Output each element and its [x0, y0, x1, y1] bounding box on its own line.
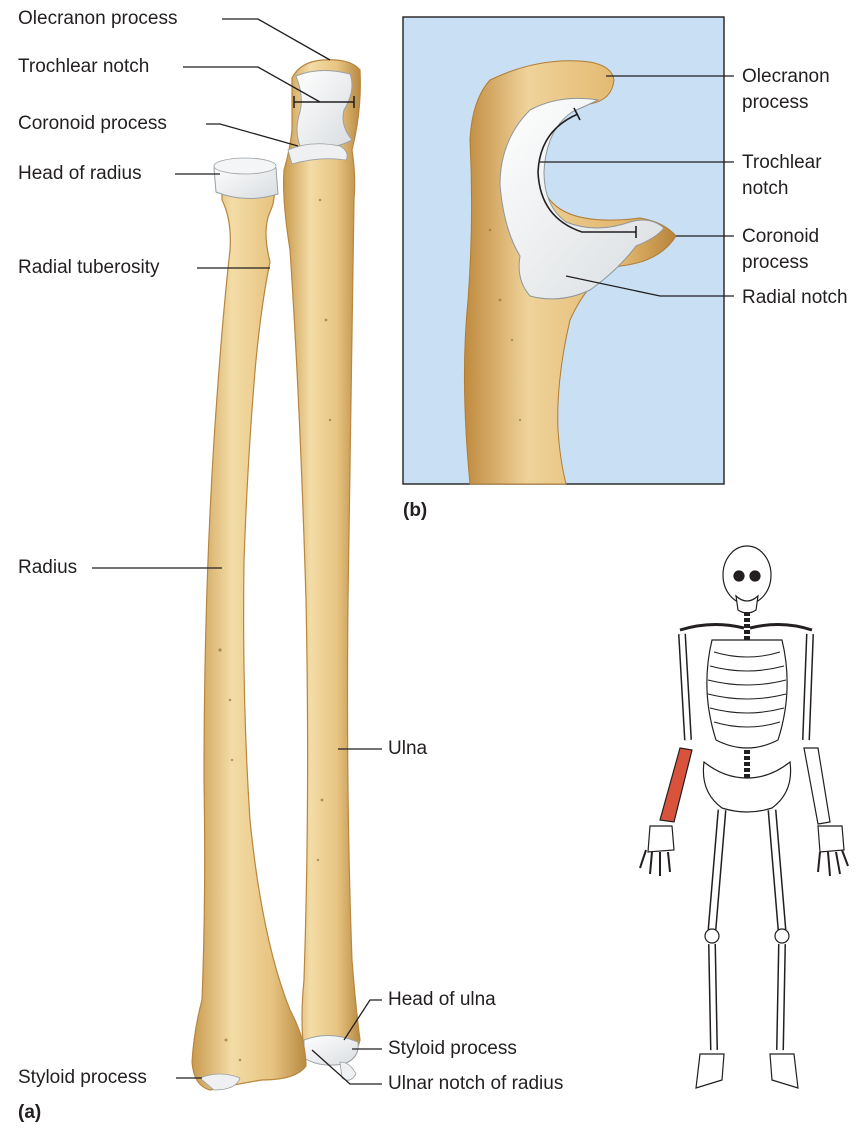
label-styloid-process-ulna: Styloid process	[388, 1038, 517, 1060]
label-coronoid-process-b: Coronoid process	[742, 224, 862, 276]
panel-a-illustration	[192, 60, 360, 1090]
highlighted-forearm	[660, 748, 692, 822]
label-radius: Radius	[18, 557, 77, 579]
label-radial-tuberosity: Radial tuberosity	[18, 257, 160, 279]
label-radial-notch: Radial notch	[742, 285, 862, 311]
skeleton-inset	[640, 546, 848, 1088]
label-coronoid-process-a: Coronoid process	[18, 113, 167, 135]
label-styloid-process-radius: Styloid process	[18, 1067, 147, 1089]
ulna-bone	[284, 60, 361, 1063]
label-head-of-radius: Head of radius	[18, 163, 142, 185]
label-olecranon-process-b: Olecranon process	[742, 64, 862, 116]
label-ulnar-notch-of-radius: Ulnar notch of radius	[388, 1073, 563, 1095]
label-trochlear-notch-b: Trochlear notch	[742, 150, 862, 202]
radius-bone	[192, 176, 306, 1090]
label-head-of-ulna: Head of ulna	[388, 989, 496, 1011]
label-olecranon-process-a: Olecranon process	[18, 8, 177, 30]
label-ulna: Ulna	[388, 738, 427, 760]
ulna-trochlear-cartilage	[296, 70, 352, 148]
panel-a-letter: (a)	[18, 1102, 41, 1124]
label-trochlear-notch-a: Trochlear notch	[18, 56, 149, 78]
panel-b-illustration	[403, 17, 724, 484]
panel-b-letter: (b)	[403, 500, 427, 522]
